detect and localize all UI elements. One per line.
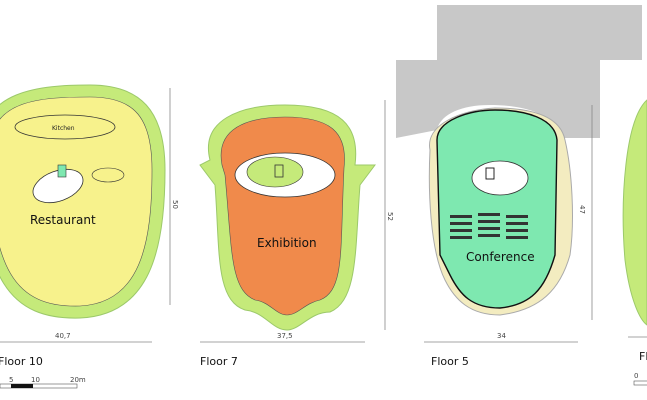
adjacent-building (396, 5, 642, 138)
floor-7-plan: Exhibition 52 37,5 Floor 7 (199, 100, 394, 368)
width-dimension: 34 (497, 332, 506, 340)
kitchen-label: Kitchen (52, 125, 75, 132)
floor-label: Floor 7 (200, 355, 238, 368)
floor-label: Fl (639, 350, 647, 363)
core (32, 168, 84, 204)
floor-10-plan: Kitchen Restaurant 50 40,7 Floor 10 (0, 84, 179, 368)
floor-partial-plan: Fl 0 (622, 99, 647, 386)
height-dimension: 50 (171, 200, 179, 209)
room-label: Conference (466, 250, 535, 264)
floor-label: Floor 5 (431, 355, 469, 368)
floor-5-plan: Conference 47 34 Floor 5 (396, 5, 642, 368)
room-label: Restaurant (30, 213, 96, 227)
kitchen-outline (14, 114, 116, 140)
scale-tick: 5 (9, 376, 13, 384)
floor-label: Floor 10 (0, 355, 43, 368)
scale-bar: 5 10 20m (0, 376, 86, 389)
scale-tick: 20m (70, 376, 86, 384)
height-dimension: 52 (386, 212, 394, 221)
core (471, 160, 529, 196)
width-dimension: 40,7 (55, 332, 71, 340)
room-label: Exhibition (257, 236, 317, 250)
scale-zero: 0 (634, 372, 638, 380)
height-dimension: 47 (578, 205, 586, 214)
width-dimension: 37,5 (277, 332, 293, 340)
scale-tick: 10 (31, 376, 40, 384)
